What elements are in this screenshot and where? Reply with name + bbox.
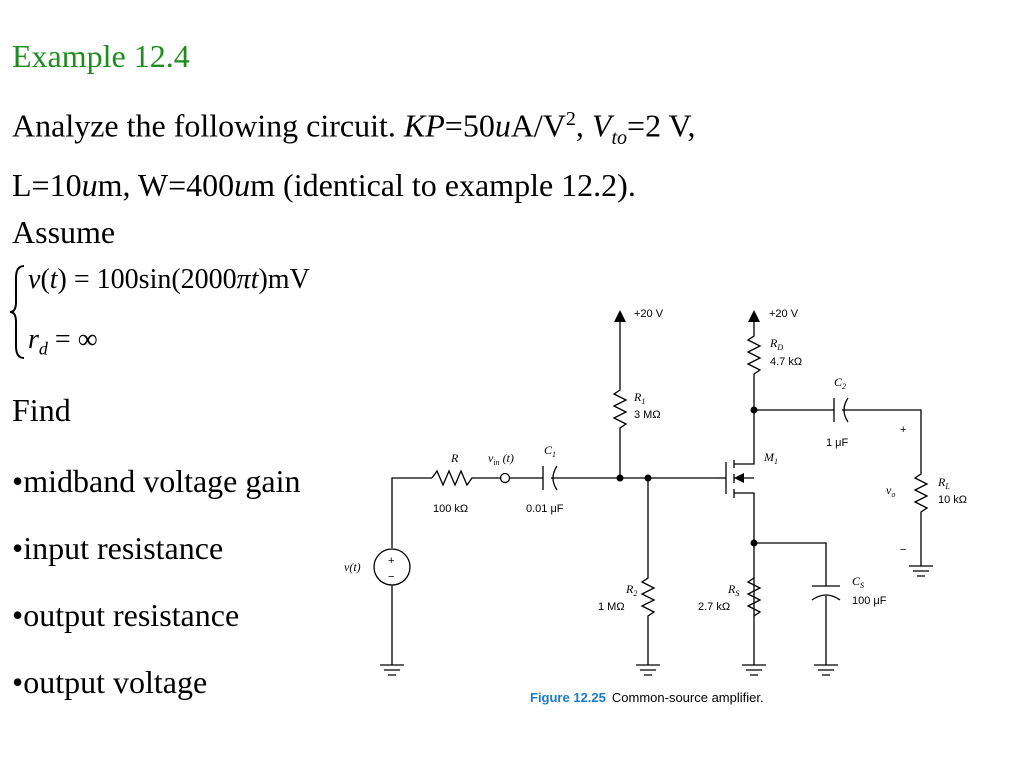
- equation-rd: rd = ∞: [28, 324, 98, 359]
- slide-title: Example 12.4: [12, 38, 190, 74]
- rl-label: RL: [937, 475, 950, 491]
- c2-label: C2: [834, 375, 846, 391]
- problem-statement: Analyze the following circuit. KP=50uA/V…: [12, 96, 1012, 256]
- find-item-gain: •midband voltage gain: [12, 463, 301, 499]
- figure-caption: Figure 12.25 Common-source amplifier.: [530, 690, 764, 705]
- assumption-equations: v(t) = 100sin(2000πt)mV rd = ∞: [8, 262, 408, 362]
- problem-line-2: L=10um, W=400um (identical to example 12…: [12, 167, 636, 204]
- r1-label: R1: [633, 390, 645, 406]
- output-plus-sign: +: [900, 424, 906, 436]
- c1-label: C1: [544, 443, 556, 459]
- curly-brace: [9, 265, 25, 359]
- supply-label-left: +20 V: [634, 308, 664, 320]
- find-item-output-voltage: •output voltage: [12, 664, 208, 700]
- cs-label: CS: [852, 574, 864, 590]
- r-value: 100 kΩ: [433, 503, 468, 515]
- r2-value: 1 MΩ: [598, 601, 625, 613]
- equation-source-voltage: v(t) = 100sin(2000πt)mV: [28, 264, 310, 295]
- r2-label: R2: [625, 582, 637, 598]
- find-item-output-resistance: •output resistance: [12, 597, 240, 633]
- figure-caption-text: Common-source amplifier.: [611, 690, 764, 705]
- r1-value: 3 MΩ: [634, 409, 661, 421]
- source-minus-sign: −: [388, 571, 394, 583]
- c2-value: 1 μF: [826, 437, 849, 449]
- m1-label: M1: [763, 450, 778, 466]
- rs-value: 2.7 kΩ: [698, 601, 730, 613]
- rl-value: 10 kΩ: [938, 494, 967, 506]
- figure-label: Figure 12.25: [530, 690, 606, 705]
- problem-line-1: Analyze the following circuit. KP=50uA/V…: [12, 107, 696, 150]
- r-label: R: [450, 451, 459, 465]
- vin-label: vin (t): [488, 451, 514, 467]
- rd-label: RD: [769, 336, 783, 352]
- supply-label-right: +20 V: [769, 308, 799, 320]
- output-minus-sign: −: [900, 544, 906, 556]
- cs-value: 100 μF: [852, 595, 887, 607]
- rs-label: RS: [727, 582, 739, 598]
- c1-value: 0.01 μF: [526, 503, 564, 515]
- source-plus-sign: +: [388, 555, 394, 567]
- find-heading: Find: [12, 392, 71, 428]
- source-label: v(t): [344, 560, 361, 574]
- problem-line-3: Assume: [12, 214, 116, 251]
- find-item-input-resistance: •input resistance: [12, 530, 224, 566]
- vo-label: vo: [886, 483, 895, 499]
- rd-value: 4.7 kΩ: [770, 356, 802, 368]
- find-list: •midband voltage gain •input resistance …: [12, 458, 300, 726]
